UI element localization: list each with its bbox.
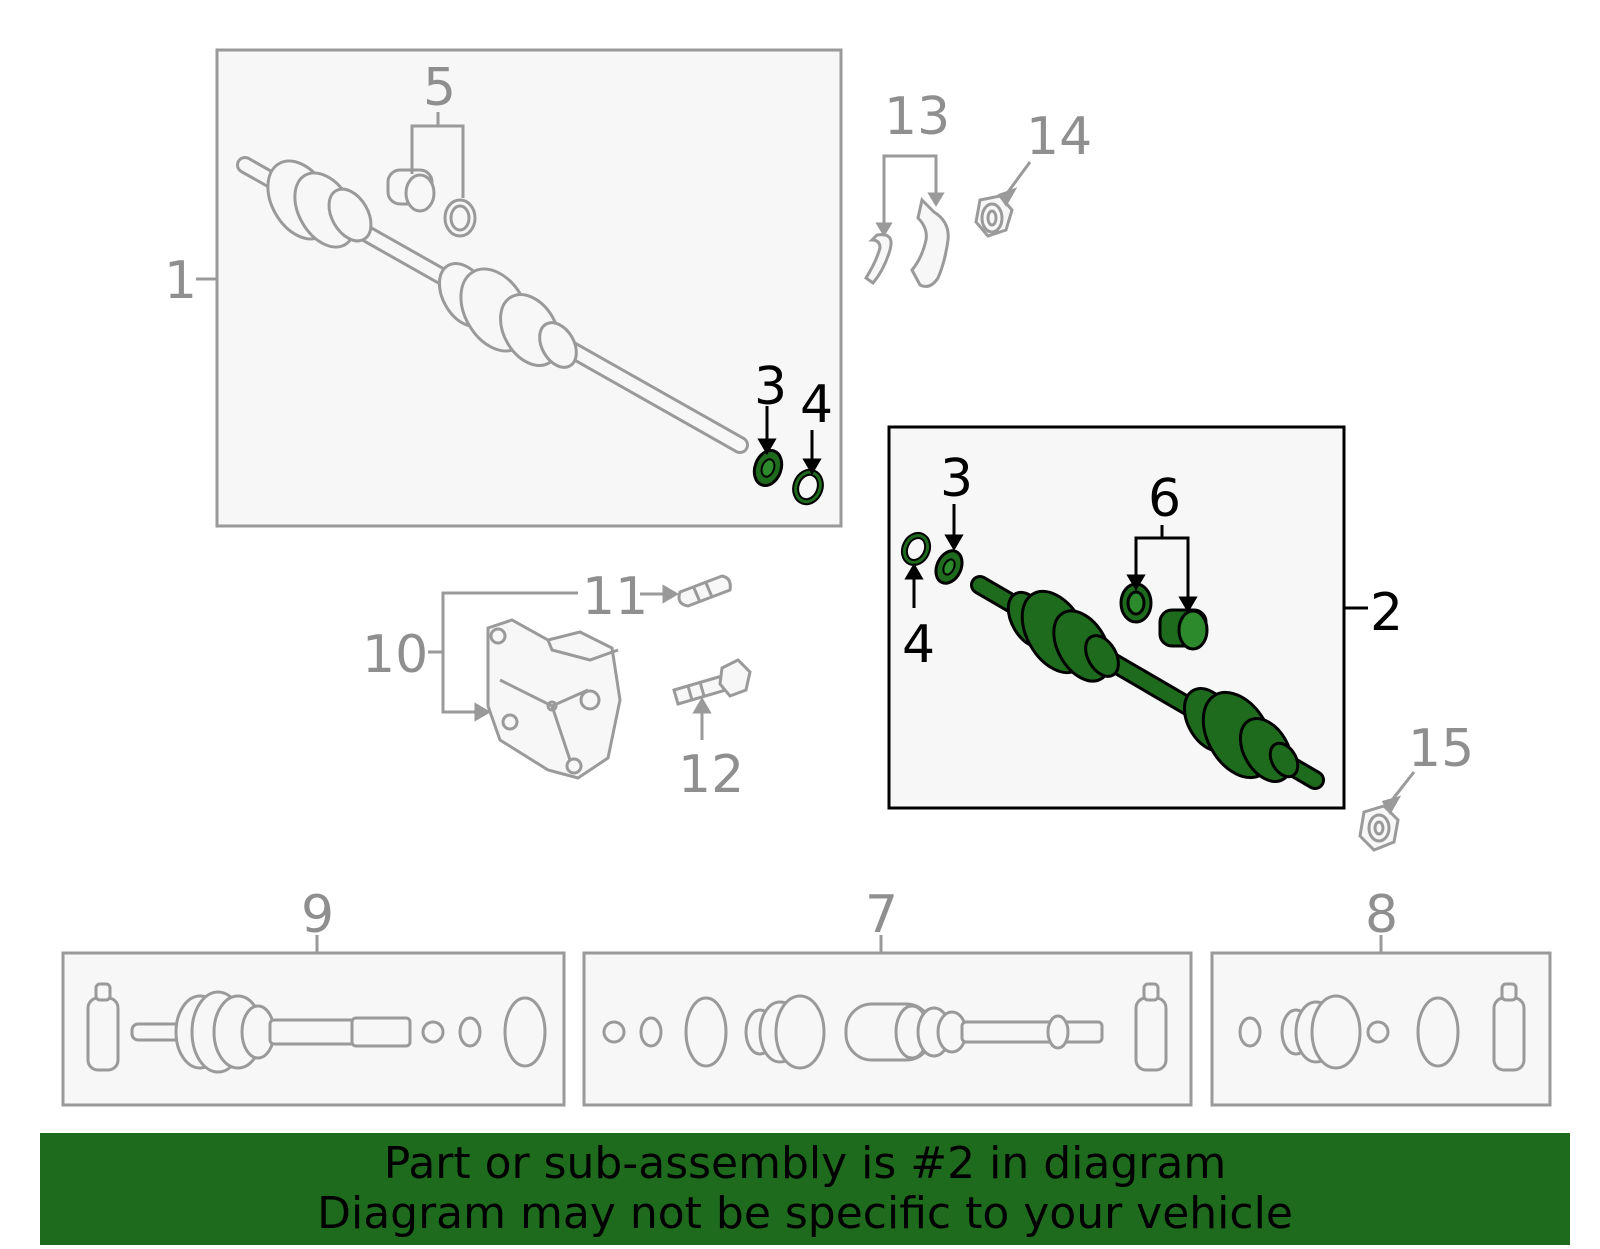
banner-line-1: Part or sub-assembly is #2 in diagram [383, 1138, 1227, 1189]
info-banner: Part or sub-assembly is #2 in diagram Di… [40, 1133, 1570, 1245]
bearing-bracket-10-drawing [486, 618, 622, 780]
callout-3-box1: 3 [754, 357, 787, 417]
seal-3-box2-drawing [934, 549, 964, 585]
kit-8-parts-drawing [1238, 982, 1526, 1072]
callout-14-leader [997, 161, 1032, 207]
callout-3-box2: 3 [940, 449, 973, 509]
callout-4-box2: 4 [902, 615, 935, 675]
stud-11-drawing [677, 574, 732, 608]
callout-13: 13 [884, 87, 950, 147]
callout-12: 12 [678, 745, 744, 805]
callout-10-leader [428, 591, 578, 722]
snap-ring-4-box2-drawing [900, 531, 932, 567]
callout-1: 1 [164, 251, 197, 311]
seal-3-drawing [752, 449, 784, 487]
bushing-5-drawing [386, 168, 477, 238]
callout-11: 11 [582, 567, 648, 627]
callout-10: 10 [362, 625, 428, 685]
callout-15-leader [1381, 771, 1416, 815]
kit-9-parts-drawing [86, 982, 547, 1074]
callout-11-leader [640, 584, 679, 604]
callout-14: 14 [1026, 107, 1092, 167]
assembly-1-box[interactable] [196, 48, 843, 528]
callout-7: 7 [865, 885, 898, 945]
axle-shaft-1-drawing [236, 156, 749, 454]
callout-9: 9 [301, 885, 334, 945]
kit-7-parts-drawing [602, 982, 1168, 1072]
callout-6: 6 [1148, 469, 1181, 529]
axle-shaft-2-drawing [970, 575, 1325, 790]
callout-5: 5 [423, 58, 456, 118]
nut-15-drawing [1358, 804, 1400, 852]
info-banner-background [40, 1133, 1570, 1245]
callout-5-leader [410, 112, 465, 198]
callout-13-leader [875, 154, 945, 237]
bracket-13-drawing [863, 197, 950, 288]
callout-12-leader [692, 697, 712, 740]
callout-2: 2 [1370, 583, 1403, 643]
callout-3-4-leaders-box1 [757, 406, 822, 475]
banner-line-2: Diagram may not be specific to your vehi… [317, 1188, 1293, 1239]
callout-6-leader [1126, 525, 1198, 613]
bolt-12-drawing [672, 658, 752, 706]
callout-8: 8 [1365, 885, 1398, 945]
callout-4-box1: 4 [800, 375, 833, 435]
callout-15: 15 [1408, 719, 1474, 779]
callout-3-4-leaders-box2 [904, 504, 964, 608]
